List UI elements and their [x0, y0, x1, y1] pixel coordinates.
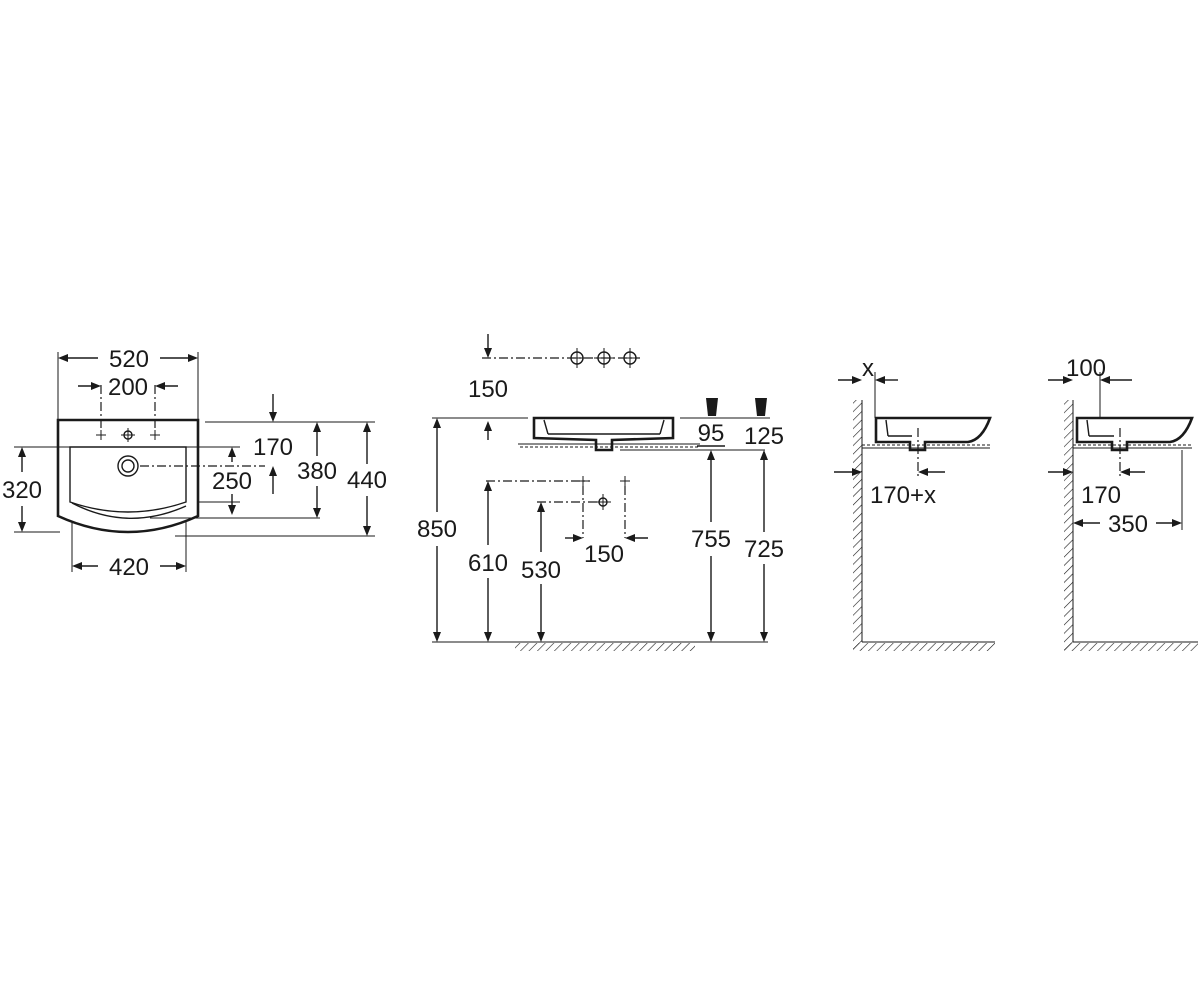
- front-view: 150 850: [417, 334, 784, 651]
- basin-outline: [56, 418, 200, 534]
- dim-bowl-rim: 95: [698, 420, 725, 447]
- drain: [117, 455, 139, 477]
- tap-hole-right: [150, 430, 160, 440]
- basin-front-profile: [532, 416, 675, 452]
- dim-rim-height-b: 725: [744, 536, 784, 563]
- top-view: 520 200 320 420 170: [2, 346, 387, 581]
- basin-side-profile-a: [874, 416, 992, 452]
- supply-point-1: [578, 476, 588, 486]
- dim-bracket: 125: [744, 423, 784, 450]
- bracket-left: [706, 398, 718, 416]
- dim-depth-total: 440: [347, 467, 387, 494]
- floor-hatch-a: [853, 643, 995, 651]
- wall-hatch-b: [1064, 400, 1073, 650]
- tap-symbol-2: [594, 348, 614, 368]
- tap-symbol-3: [620, 348, 640, 368]
- tap-symbol-1: [567, 348, 587, 368]
- dim-projection-a: 170+x: [870, 482, 936, 509]
- side-view-a: x 170+x: [834, 355, 995, 651]
- dim-tap-offset: 170: [253, 434, 293, 461]
- wall-hatch-a: [853, 400, 862, 650]
- floor-hatch: [515, 643, 695, 651]
- dim-tap-top-offset: 150: [468, 376, 508, 403]
- basin-side-profile-b: [1075, 416, 1194, 452]
- dim-projection-b: 170: [1081, 482, 1121, 509]
- dim-gap-a: x: [862, 355, 874, 382]
- tap-hole-left: [96, 430, 106, 440]
- dim-width-total: 520: [109, 346, 149, 373]
- dim-width-bottom: 420: [109, 554, 149, 581]
- dim-rim-height-a: 755: [691, 526, 731, 553]
- tap-hole-center: [121, 428, 135, 442]
- floor-hatch-b: [1064, 643, 1198, 651]
- dim-tap-spacing: 200: [108, 374, 148, 401]
- dim-bowl-depth: 250: [212, 468, 252, 495]
- supply-point-2: [620, 476, 630, 486]
- waste-point: [595, 494, 611, 510]
- dim-gap-b: 100: [1066, 355, 1106, 382]
- dim-depth-mid: 380: [297, 458, 337, 485]
- dim-height-total: 850: [417, 516, 457, 543]
- dim-waste-height: 530: [521, 557, 561, 584]
- basin-bowl: [69, 446, 187, 513]
- dim-supply-spacing: 150: [584, 541, 624, 568]
- dim-depth-left: 320: [2, 477, 42, 504]
- dim-depth-b: 350: [1108, 511, 1148, 538]
- basin-bowl-front: [71, 502, 187, 519]
- bracket-right: [755, 398, 767, 416]
- side-view-b: 100 170 350: [1048, 355, 1198, 651]
- dim-supply-height: 610: [468, 550, 508, 577]
